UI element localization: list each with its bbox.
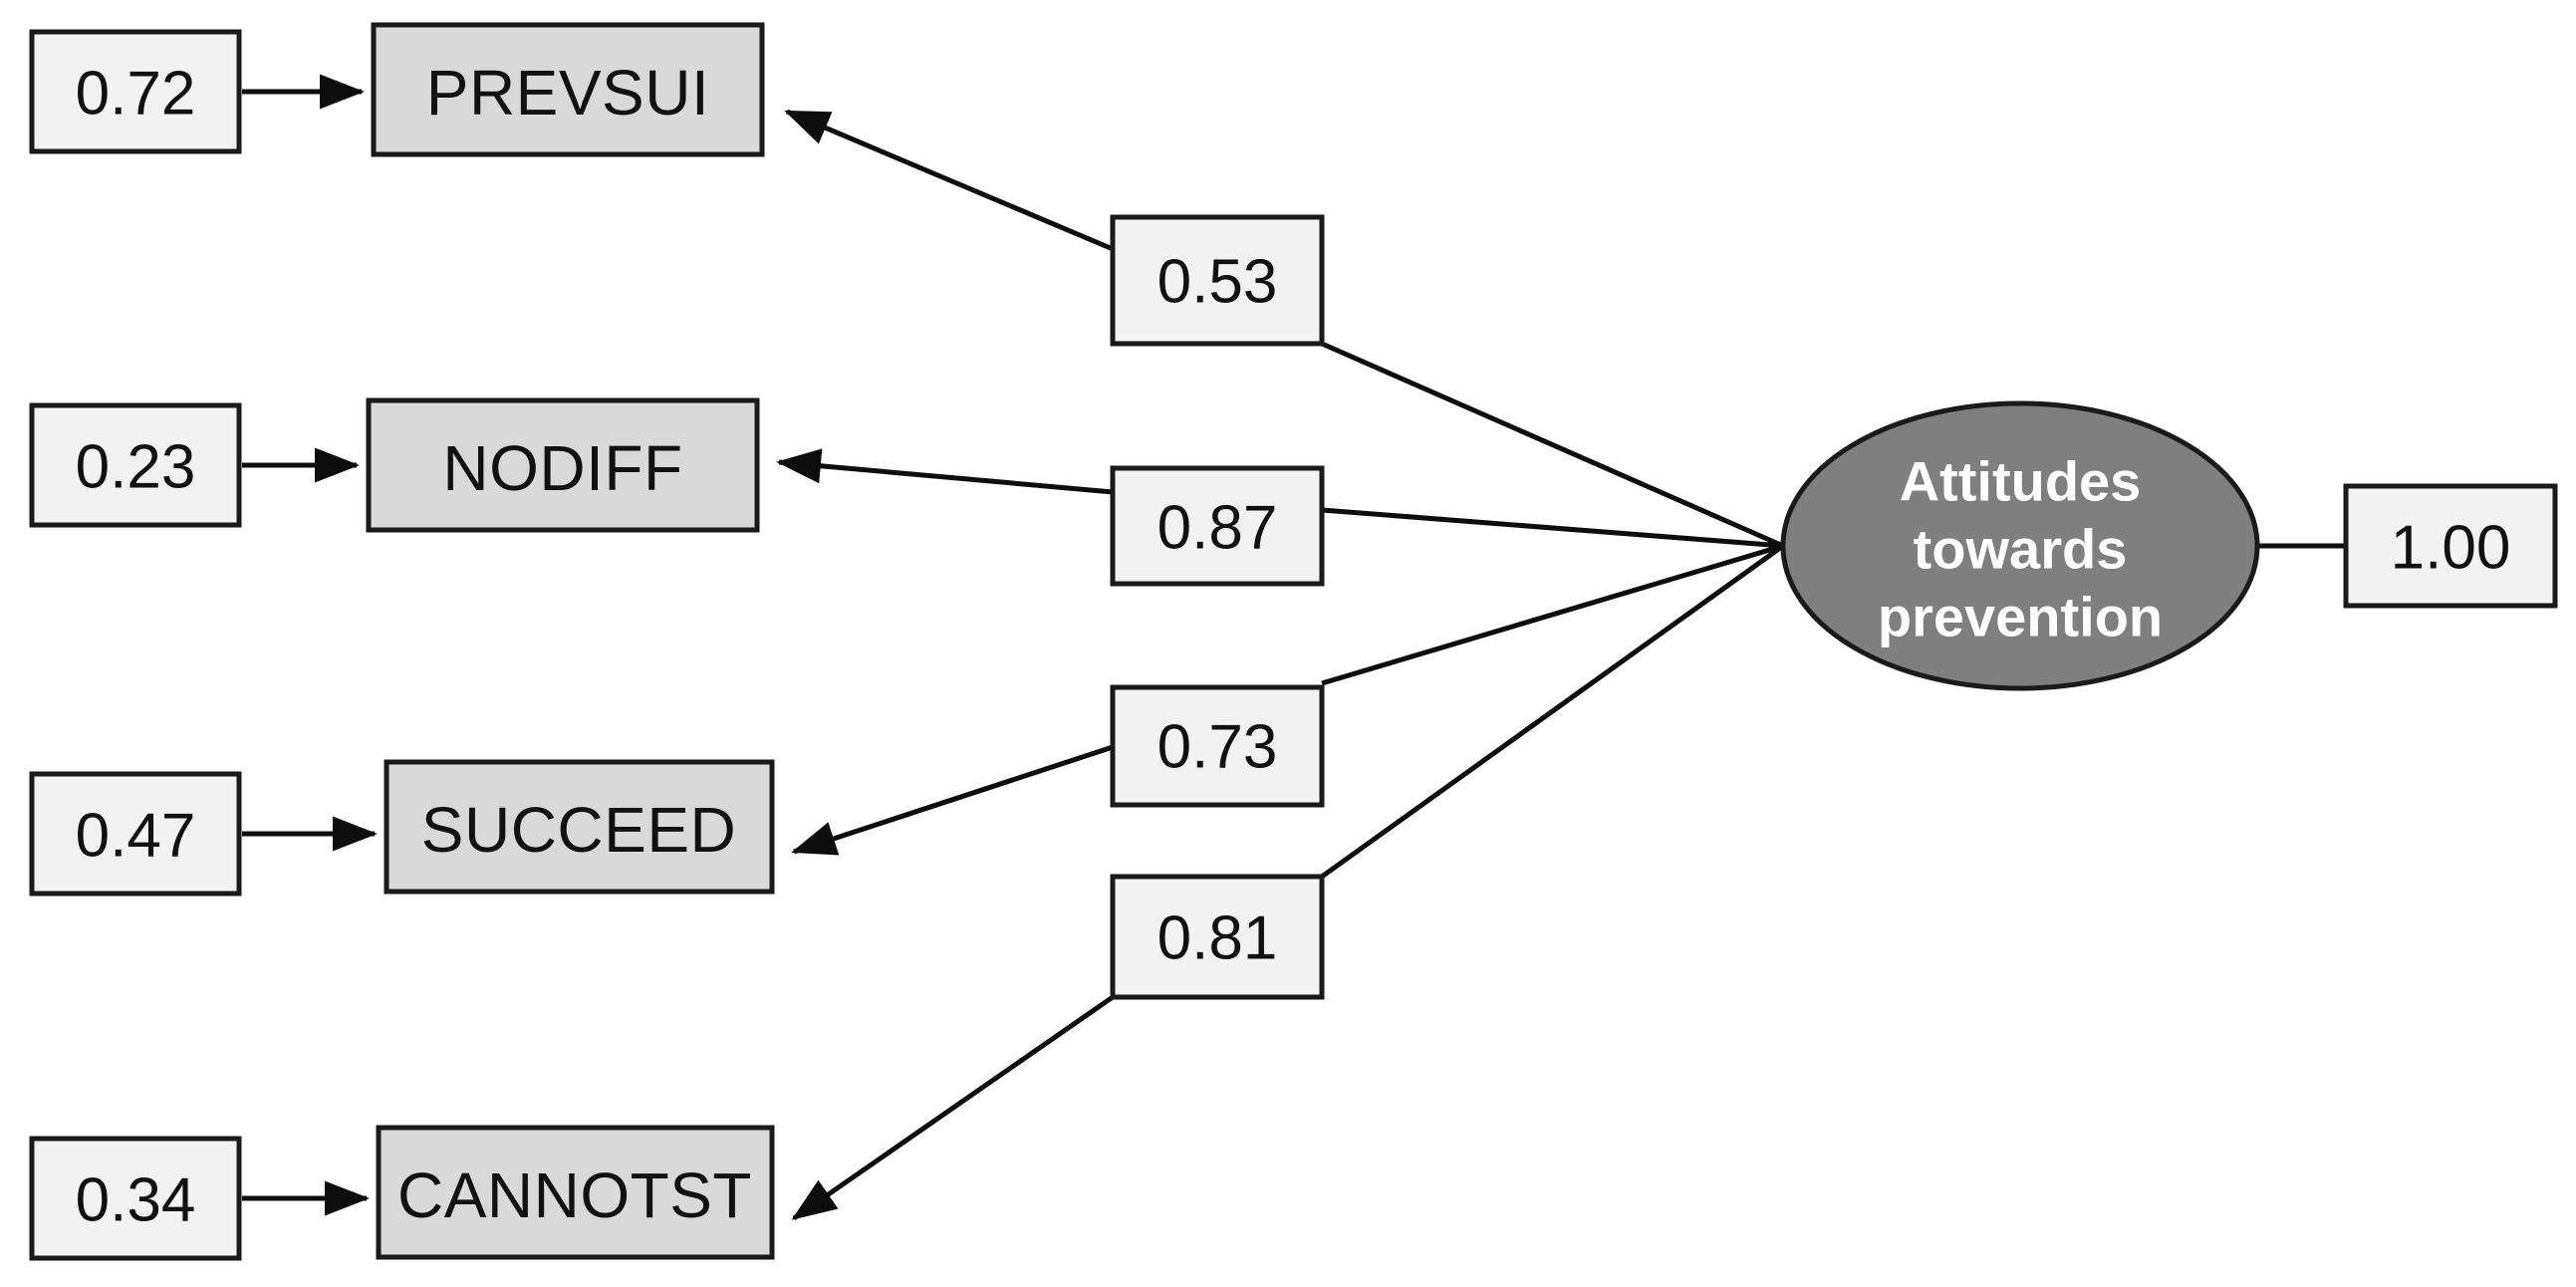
loading-box-cannotst[interactable]: 0.81 xyxy=(1110,874,1325,1000)
latent-label-line-1: Attitudes xyxy=(1900,450,2142,513)
latent-variance-label: 1.00 xyxy=(2391,514,2511,583)
edge-latent-to-cannotst xyxy=(791,543,1785,1221)
loading-label-prevsui: 0.53 xyxy=(1158,248,1278,317)
indicator-node-prevsui[interactable]: PREVSUI xyxy=(371,22,765,157)
loading-box-nodiff[interactable]: 0.87 xyxy=(1110,465,1325,587)
error-variance-label-nodiff: 0.23 xyxy=(76,433,196,502)
indicator-label-prevsui: PREVSUI xyxy=(426,57,709,129)
latent-node-attitudes-towards-prevention[interactable]: Attitudes towards prevention xyxy=(1780,400,2260,691)
indicator-label-succeed: SUCCEED xyxy=(421,794,736,866)
latent-variance-box[interactable]: 1.00 xyxy=(2343,483,2558,609)
indicator-node-succeed[interactable]: SUCCEED xyxy=(384,759,775,895)
loading-label-cannotst: 0.81 xyxy=(1158,904,1278,973)
error-variance-box-nodiff[interactable]: 0.23 xyxy=(29,402,242,528)
indicator-node-cannotst[interactable]: CANNOTST xyxy=(376,1125,775,1260)
error-variance-label-prevsui: 0.72 xyxy=(76,60,196,129)
loading-box-succeed[interactable]: 0.73 xyxy=(1110,684,1325,808)
error-variance-label-succeed: 0.47 xyxy=(76,802,196,871)
loading-label-nodiff: 0.87 xyxy=(1158,494,1278,563)
edge-latent-to-prevsui xyxy=(784,109,1785,549)
indicator-label-cannotst: CANNOTST xyxy=(397,1159,752,1231)
latent-label-line-2: towards xyxy=(1914,518,2128,581)
edge-latent-to-nodiff xyxy=(776,448,1784,549)
error-variance-box-succeed[interactable]: 0.47 xyxy=(29,771,242,897)
error-variance-box-prevsui[interactable]: 0.72 xyxy=(29,29,242,154)
edge-latent-to-succeed xyxy=(791,543,1784,856)
error-variance-label-cannotst: 0.34 xyxy=(76,1166,196,1235)
loading-label-succeed: 0.73 xyxy=(1158,713,1278,782)
latent-label-line-3: prevention xyxy=(1878,586,2163,648)
indicator-label-nodiff: NODIFF xyxy=(442,432,682,504)
error-variance-box-cannotst[interactable]: 0.34 xyxy=(29,1136,242,1261)
indicator-node-nodiff[interactable]: NODIFF xyxy=(366,397,760,533)
loading-box-prevsui[interactable]: 0.53 xyxy=(1110,214,1325,347)
